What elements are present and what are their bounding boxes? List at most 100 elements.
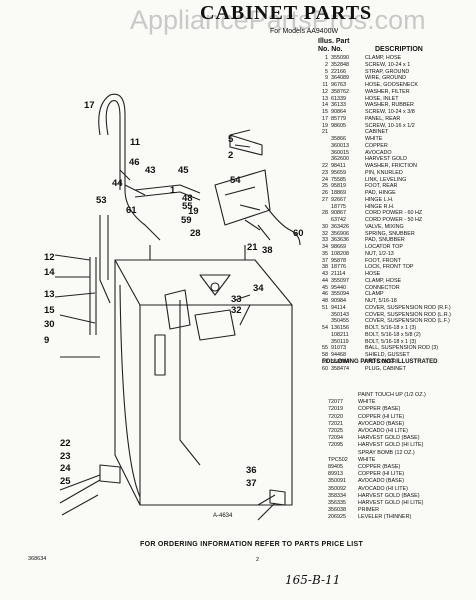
paint-description: COPPER (BASE) bbox=[358, 464, 401, 471]
legend-illus-no: 13 bbox=[322, 95, 328, 102]
legend-illus-no: 35 bbox=[322, 250, 328, 257]
legend-part-no: 108211 bbox=[331, 331, 349, 338]
legend-part-no: 362600 bbox=[331, 156, 349, 163]
legend-part-no: 96763 bbox=[331, 82, 346, 88]
legend-part-no: 92667 bbox=[331, 196, 346, 203]
legend-part-no: 360015 bbox=[331, 149, 349, 156]
legend-part-no: 364089 bbox=[331, 75, 349, 82]
legend-description: BOLT, 5/16-18 x 5/8 (2) bbox=[365, 331, 421, 338]
legend-part-no: 95440 bbox=[331, 284, 346, 291]
paint-part-no: 350091 bbox=[328, 478, 346, 485]
legend-part-no: 358762 bbox=[331, 88, 349, 95]
callout-5: 5 bbox=[228, 134, 234, 145]
legend-row: 108211 BOLT, 5/16-18 x 5/8 (2) bbox=[317, 332, 475, 339]
legend-description: PAD COVER bbox=[365, 358, 397, 365]
legend-description: CABINET bbox=[365, 129, 389, 136]
legend-description: LINK, LEVELING bbox=[365, 176, 407, 183]
callout-61: 61 bbox=[126, 205, 137, 216]
paint-description: WHITE bbox=[358, 399, 376, 406]
paint-part-no: 358334 bbox=[328, 492, 346, 499]
legend-part-no: 363636 bbox=[331, 237, 349, 244]
legend-illus-no bbox=[317, 339, 331, 346]
legend-part-no: 90867 bbox=[331, 210, 346, 217]
legend-description: COVER, SUSPENSION ROD (L.R.) bbox=[365, 311, 451, 318]
legend-description: COVER, SUSPENSION ROD (L.F.) bbox=[365, 318, 450, 325]
legend-part-no: 363426 bbox=[331, 223, 349, 230]
legend-col-desc: DESCRIPTION bbox=[375, 46, 423, 53]
not-illustrated-heading: FOLLOWING PARTS NOT ILLUSTRATED bbox=[322, 359, 438, 365]
legend-description: PAD, SNUBBER bbox=[365, 237, 405, 244]
callout-60: 60 bbox=[293, 228, 304, 239]
legend-description: WASHER, FILTER bbox=[365, 88, 410, 95]
paint-row: 350091 AVOCADO (BASE) bbox=[328, 478, 476, 485]
legend-description: HOSE, INLET bbox=[365, 95, 399, 102]
legend-description: COPPER bbox=[365, 142, 388, 149]
legend-part-no: 94114 bbox=[331, 304, 346, 311]
legend-part-no: 108208 bbox=[331, 250, 349, 257]
legend-description: SPRING, SNUBBER bbox=[365, 230, 415, 237]
legend-illus-no bbox=[317, 143, 331, 150]
legend-illus-no bbox=[317, 318, 331, 325]
paint-part-no: 356335 bbox=[328, 500, 346, 507]
paint-part-no: 72095 bbox=[328, 442, 343, 449]
callout-17: 17 bbox=[84, 100, 95, 111]
legend-description: VALVE, MIXING bbox=[365, 223, 404, 230]
legend-part-no: 21114 bbox=[331, 271, 346, 277]
callout-2: 2 bbox=[228, 150, 234, 161]
callout-33: 33 bbox=[231, 294, 242, 305]
legend-part-no: 136156 bbox=[331, 325, 349, 331]
legend-part-no: 360013 bbox=[331, 142, 349, 149]
paint-part-no: 350092 bbox=[328, 485, 346, 492]
paint-description: COPPER (HI LITE) bbox=[358, 471, 405, 478]
paint-part-no: 89913 bbox=[328, 471, 343, 478]
legend-illus-no: 17 bbox=[322, 115, 328, 122]
legend-description: HOSE bbox=[365, 271, 381, 277]
callout-34: 34 bbox=[253, 283, 264, 294]
legend-part-no: 95878 bbox=[331, 257, 346, 264]
callout-48: 48 bbox=[182, 193, 193, 204]
legend-part-no: 18775 bbox=[331, 203, 346, 210]
legend-illus-no: 33 bbox=[322, 237, 328, 244]
paint-description: AVOCADO (HI LITE) bbox=[358, 428, 408, 435]
footer-code: 368634 bbox=[28, 556, 47, 562]
legend-illus-no: 54 bbox=[322, 325, 328, 331]
legend-description: BOLT, 5/16-18 x 1 (3) bbox=[365, 325, 417, 331]
figure-number: A-4634 bbox=[213, 513, 233, 519]
legend-description: HINGE L.H. bbox=[365, 196, 394, 203]
legend-part-no: 350143 bbox=[331, 311, 349, 318]
legend-description: WIRE, GROUND bbox=[365, 75, 407, 82]
callout-14: 14 bbox=[44, 267, 55, 278]
legend-part-no: 352848 bbox=[331, 61, 349, 68]
paint-part-no bbox=[328, 450, 358, 457]
paint-description: COPPER (HI LITE) bbox=[358, 413, 405, 420]
legend-description: LOCATOR TOP bbox=[365, 244, 403, 250]
legend-part-no: 75585 bbox=[331, 176, 346, 183]
legend-description: WASHER, FRICTION bbox=[365, 163, 417, 169]
legend-illus-no: 38 bbox=[322, 264, 328, 271]
legend-description: SHIELD, GUSSET bbox=[365, 352, 410, 358]
legend-illus-no: 43 bbox=[322, 271, 328, 277]
paint-description: PAINT TOUCH UP (1/2 OZ.) bbox=[358, 392, 426, 398]
paint-description: PRIMER bbox=[358, 507, 379, 514]
callout-53: 53 bbox=[96, 195, 107, 206]
paint-description: AVOCADO (BASE) bbox=[358, 478, 405, 485]
